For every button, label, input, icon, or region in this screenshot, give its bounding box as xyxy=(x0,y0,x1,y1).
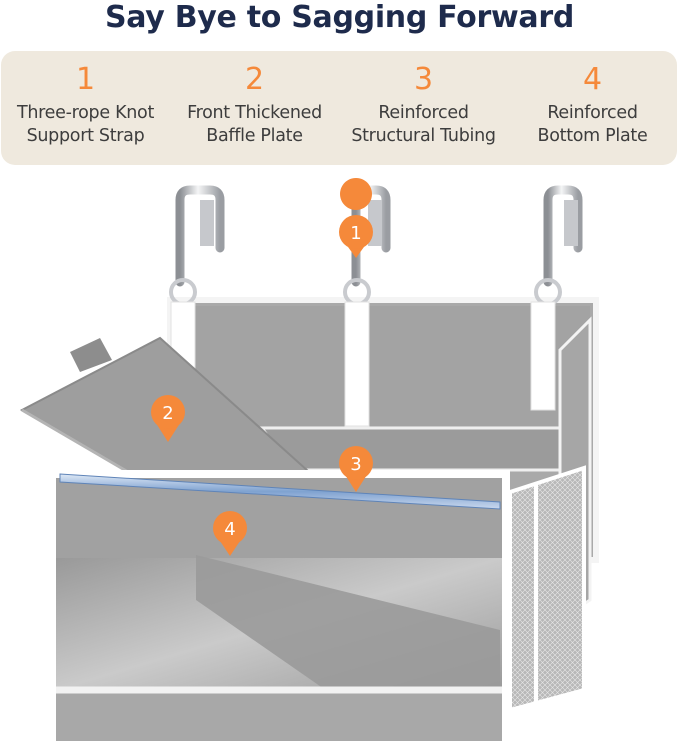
feature-label-line: Three-rope Knot xyxy=(16,103,155,123)
feature-label-line: Reinforced xyxy=(547,103,638,123)
feature-2: 2 Front Thickened Baffle Plate xyxy=(170,51,339,165)
orange-pin-marker-icon xyxy=(340,177,373,210)
marker-label: 3 xyxy=(350,454,361,475)
page-title: Say Bye to Sagging Forward xyxy=(104,0,574,35)
feature-number: 1 xyxy=(75,62,96,97)
feature-label: Three-rope Knot Support Strap xyxy=(1,102,170,148)
door-hook-right xyxy=(534,185,583,306)
marker-1: 1 xyxy=(339,177,373,258)
mesh-side-pocket xyxy=(508,465,586,713)
feature-number: 3 xyxy=(413,62,434,97)
feature-3: 3 Reinforced Structural Tubing xyxy=(339,51,508,165)
feature-label-line: Front Thickened xyxy=(187,103,322,123)
structural-tube xyxy=(59,473,501,510)
marker-3: 3 xyxy=(339,446,373,492)
hanging-organizer-illustration: 1 2 3 4 xyxy=(19,177,599,741)
feature-label-line: Support Strap xyxy=(26,126,145,146)
inner-shelf xyxy=(259,426,562,472)
feature-4: 4 Reinforced Bottom Plate xyxy=(508,51,677,165)
feature-label: Reinforced Structural Tubing xyxy=(339,102,508,148)
feature-label-line: Structural Tubing xyxy=(351,126,496,146)
marker-label: 1 xyxy=(350,223,361,244)
marker-4: 4 xyxy=(213,511,247,556)
feature-label-line: Reinforced xyxy=(378,103,469,123)
feature-number: 4 xyxy=(582,62,603,97)
feature-1: 1 Three-rope Knot Support Strap xyxy=(1,51,170,165)
marker-label: 4 xyxy=(224,519,235,540)
feature-panel: 1 Three-rope Knot Support Strap 2 Front … xyxy=(1,51,677,165)
feature-label: Reinforced Bottom Plate xyxy=(508,102,677,148)
marker-2: 2 xyxy=(151,395,185,442)
feature-label: Front Thickened Baffle Plate xyxy=(170,102,339,148)
feature-label-line: Bottom Plate xyxy=(537,126,648,146)
marker-label: 2 xyxy=(162,403,173,424)
feature-number: 2 xyxy=(244,62,265,97)
feature-label-line: Baffle Plate xyxy=(206,126,303,146)
front-pocket xyxy=(48,470,510,741)
door-hook-left xyxy=(169,185,225,306)
